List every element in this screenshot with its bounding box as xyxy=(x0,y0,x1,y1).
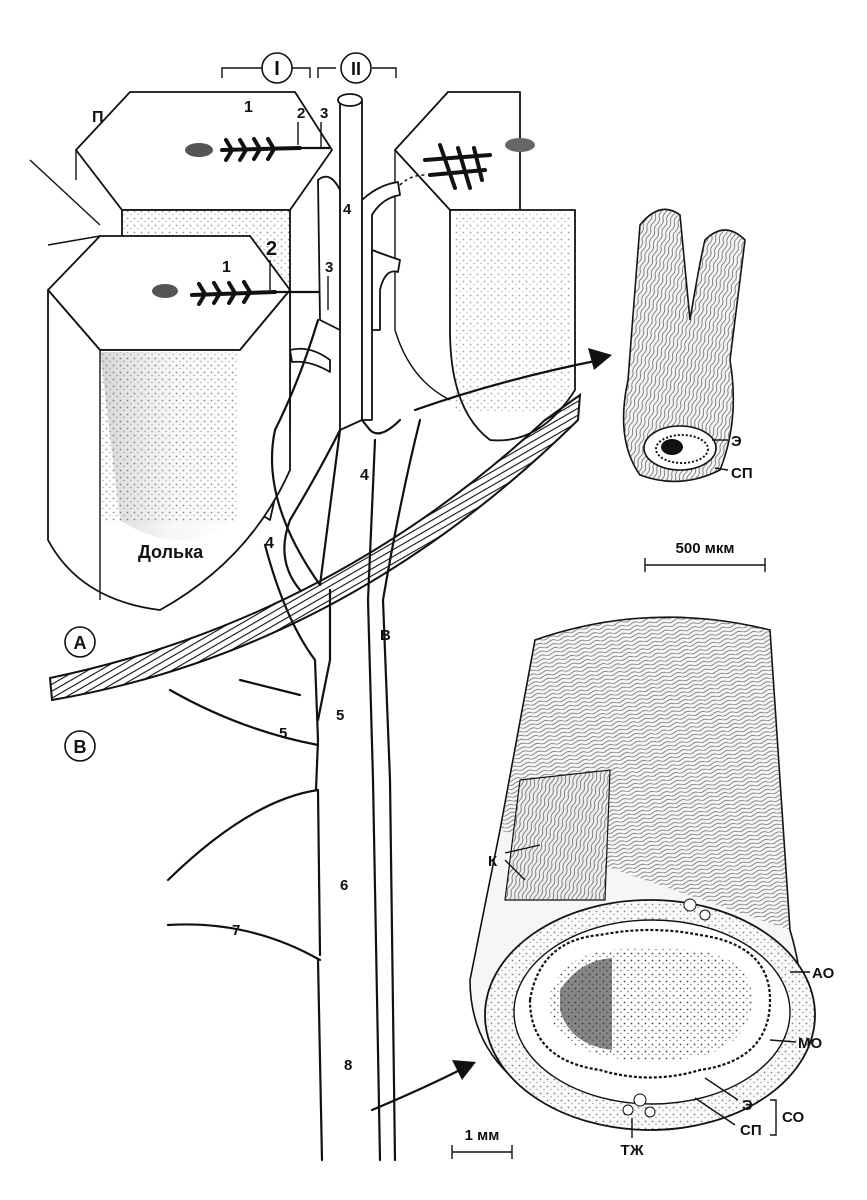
outline-edge xyxy=(29,159,101,226)
num-1-lower: 1 xyxy=(222,259,231,276)
scale-bar-500 xyxy=(644,558,766,572)
scale-bar-1mm xyxy=(451,1145,513,1159)
portal-vein-icon xyxy=(152,284,178,298)
num-7: 7 xyxy=(232,922,240,939)
zone-boundary-band xyxy=(48,392,582,702)
gland-label: ТЖ xyxy=(620,1142,644,1159)
num-1: 1 xyxy=(244,99,253,116)
pointer-line xyxy=(704,1077,739,1101)
num-4-top: 4 xyxy=(343,201,352,218)
arrow-to-small-duct xyxy=(413,358,602,412)
canal-of-hering xyxy=(399,174,426,186)
lobule-label: Долька xyxy=(138,542,204,562)
scale-500-label: 500 мкм xyxy=(676,540,735,557)
pointer-lines xyxy=(297,122,322,148)
lower-ducts xyxy=(166,418,422,1162)
arrow-head-icon xyxy=(588,348,612,370)
lobule-front xyxy=(47,235,291,611)
branch-point-label: В xyxy=(380,627,391,644)
arrow-head-icon xyxy=(452,1060,476,1080)
small-duct-illustration xyxy=(622,208,746,483)
p-label: П xyxy=(92,109,104,126)
num-8: 8 xyxy=(344,1057,352,1074)
arrow-to-large-duct xyxy=(370,1068,462,1112)
large-duct-illustration xyxy=(469,616,816,1131)
pointer-line xyxy=(714,467,729,471)
num-3-lower: 3 xyxy=(325,259,333,276)
mucosa-bracket xyxy=(770,1099,777,1136)
lobule-edge xyxy=(47,235,101,246)
num-3: 3 xyxy=(320,105,328,122)
num-2: 2 xyxy=(297,105,305,122)
num-6: 6 xyxy=(340,877,348,894)
zone-header xyxy=(221,52,397,84)
collagen-label: К xyxy=(488,853,498,870)
mucosa-label: СО xyxy=(782,1109,804,1126)
pointer-line xyxy=(769,1039,797,1043)
pointer-line xyxy=(504,844,541,881)
section-a-circle xyxy=(64,626,96,658)
bile-duct-tree xyxy=(270,93,402,592)
zone-two-label: II xyxy=(351,59,361,79)
portal-vein-icon xyxy=(505,138,535,152)
num-5-left: 5 xyxy=(279,725,287,742)
section-b-circle xyxy=(64,730,96,762)
portal-vein-icon xyxy=(185,143,213,157)
pointer-line xyxy=(694,1097,736,1126)
small-epithelium-label: Э xyxy=(731,433,742,450)
lamina-label: СП xyxy=(740,1122,762,1139)
num-5-right: 5 xyxy=(336,707,344,724)
section-b-label: B xyxy=(74,737,87,757)
epithelium-label: Э xyxy=(742,1097,753,1114)
canaliculi-cluster xyxy=(190,137,492,306)
num-4-mid: 4 xyxy=(360,467,369,484)
zone-one-label: I xyxy=(274,58,280,80)
section-a-label: A xyxy=(74,633,87,653)
num-2-lower: 2 xyxy=(266,238,277,260)
small-lamina-label: СП xyxy=(731,465,753,482)
scale-1mm-label: 1 мм xyxy=(465,1127,500,1144)
num-4-left: 4 xyxy=(265,535,274,552)
muscle-label: МО xyxy=(798,1035,822,1052)
pointer-lines-lower xyxy=(269,260,329,310)
adventitia-label: АО xyxy=(812,965,835,982)
